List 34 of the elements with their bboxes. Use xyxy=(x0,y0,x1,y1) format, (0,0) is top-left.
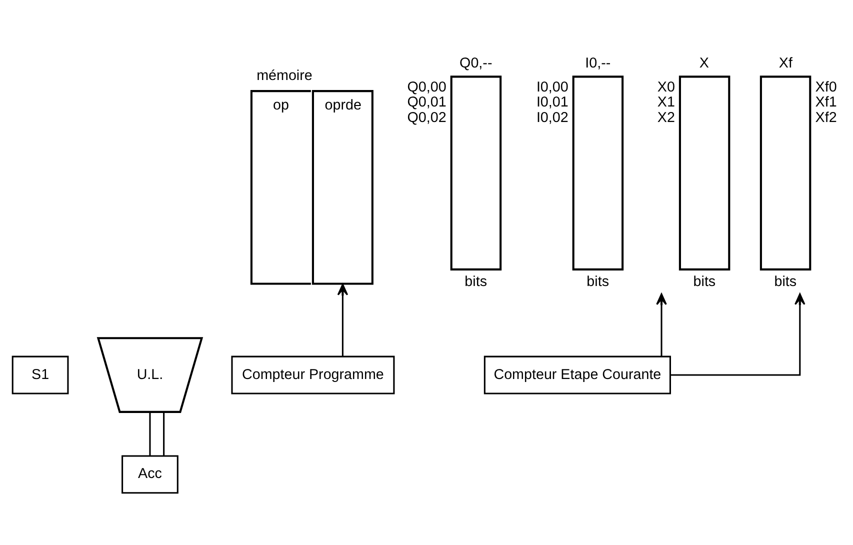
node-box xyxy=(450,76,502,270)
node-label: Xf xyxy=(778,56,792,72)
node-box xyxy=(678,76,730,270)
node-label: Xf2 xyxy=(815,110,837,126)
node-box: Acc xyxy=(122,455,178,494)
node-label: X1 xyxy=(657,94,675,111)
node-label: I0,-- xyxy=(585,56,611,72)
node-box: S1 xyxy=(12,356,69,394)
node-label: Xf0 xyxy=(815,79,837,96)
node-label: I0,01 xyxy=(536,94,568,111)
node-label: bits xyxy=(774,274,797,290)
node-label: mémoire xyxy=(256,68,312,84)
arrow xyxy=(337,284,348,356)
node-label: X0 xyxy=(657,79,675,96)
node-label: Q0,01 xyxy=(407,94,446,111)
node-label: I0,00 xyxy=(536,79,568,96)
connector xyxy=(163,412,165,456)
node-label: bits xyxy=(693,274,716,290)
node-label: Q0,-- xyxy=(460,56,492,72)
arrow xyxy=(656,293,667,356)
node-label: Q0,00 xyxy=(407,79,446,96)
node-label: X2 xyxy=(657,110,675,126)
node-box xyxy=(760,76,812,270)
node-label: Xf1 xyxy=(815,94,837,111)
node-label: bits xyxy=(586,274,609,290)
connector xyxy=(149,412,151,456)
node-box xyxy=(572,76,624,270)
node-label: X xyxy=(699,56,710,72)
node-label: I0,02 xyxy=(536,110,568,126)
node-box: Compteur Programme xyxy=(231,356,395,394)
node-label: bits xyxy=(464,274,488,290)
arrow xyxy=(670,293,806,376)
node-box: Compteur Etape Courante xyxy=(484,356,671,394)
node-label: Q0,02 xyxy=(407,110,446,126)
